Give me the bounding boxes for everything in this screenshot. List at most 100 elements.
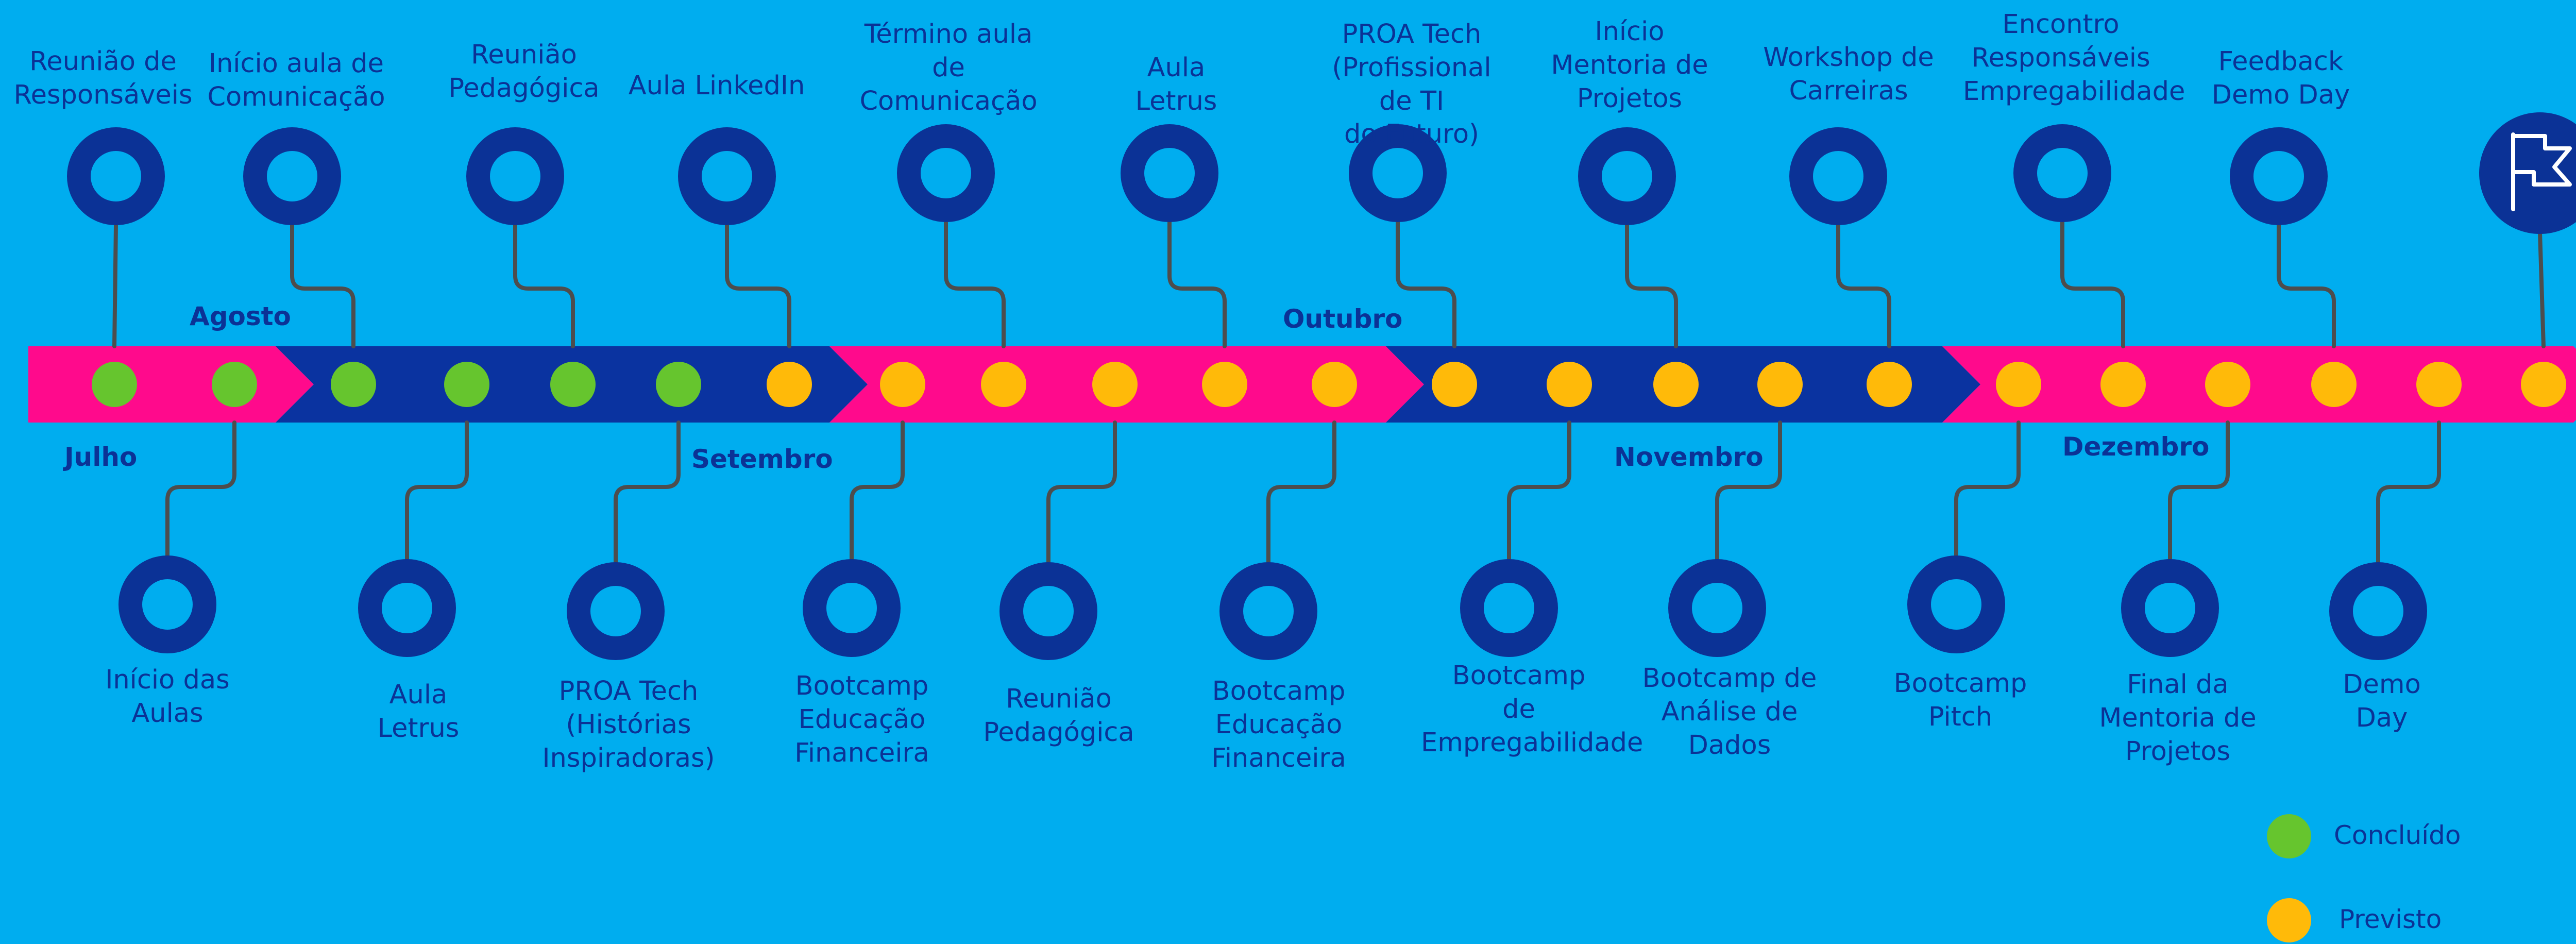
- connector-line-17: [1836, 223, 1891, 348]
- event-label-10: Reunião Pedagógica: [983, 684, 1134, 748]
- connector-line-14: [1507, 420, 1571, 561]
- event-marker-20: [2121, 559, 2219, 657]
- event-marker-22: [2329, 562, 2427, 660]
- connector-line-12: [1266, 420, 1336, 564]
- legend-label-concluido: Concluído: [2334, 820, 2461, 850]
- connector-line-5: [513, 223, 575, 348]
- status-dot-13: [1432, 362, 1477, 407]
- connector-line-3: [290, 223, 355, 348]
- event-marker-9: [897, 124, 995, 222]
- event-marker-1: [67, 127, 165, 225]
- event-marker-3: [243, 127, 341, 225]
- event-label-9: Término aula de Comunicação: [859, 19, 1038, 116]
- event-label-13: PROA Tech (Profissional de TI do Futuro): [1332, 19, 1492, 150]
- month-label-outubro: Outubro: [1283, 304, 1403, 334]
- status-dot-8: [880, 362, 925, 407]
- connector-line-1: [112, 223, 118, 348]
- event-label-6: PROA Tech (Histórias Inspiradoras): [542, 676, 715, 773]
- status-dot-5: [550, 362, 596, 407]
- event-marker-15: [1578, 127, 1676, 225]
- event-marker-7: [678, 127, 776, 225]
- legend-label-previsto: Previsto: [2339, 904, 2442, 934]
- event-label-3: Início aula de Comunicação: [207, 48, 385, 112]
- event-label-16: Bootcamp de Análise de Dados: [1642, 663, 1817, 761]
- event-marker-21: [2230, 127, 2328, 225]
- event-marker-5: [466, 127, 564, 225]
- status-dot-12: [1312, 362, 1357, 407]
- event-label-7: Aula LinkedIn: [628, 71, 805, 101]
- event-marker-18: [1907, 555, 2005, 653]
- month-label-setembro: Setembro: [691, 444, 833, 474]
- event-label-2: Início das Aulas: [105, 665, 230, 729]
- connector-line-6: [614, 420, 681, 564]
- event-label-5: Reunião Pedagógica: [448, 40, 600, 104]
- connector-line-23: [2538, 230, 2546, 348]
- connector-line-19: [2060, 220, 2125, 348]
- month-label-novembro: Novembro: [1614, 442, 1764, 472]
- event-label-18: Bootcamp Pitch: [1893, 668, 2027, 732]
- event-label-20: Final da Mentoria de Projetos: [2099, 669, 2257, 767]
- status-dot-18: [1996, 362, 2041, 407]
- event-label-4: Aula Letrus: [377, 680, 460, 744]
- connector-line-8: [850, 420, 905, 561]
- event-marker-16: [1668, 559, 1766, 657]
- status-dot-14: [1547, 362, 1592, 407]
- legend-dot-concluido: [2267, 814, 2311, 858]
- connector-line-18: [1954, 420, 2021, 558]
- event-marker-13: [1349, 124, 1447, 222]
- event-marker-8: [803, 559, 901, 657]
- event-marker-14: [1460, 559, 1558, 657]
- event-marker-19: [2013, 124, 2111, 222]
- event-marker-12: [1219, 562, 1317, 660]
- connector-line-16: [1715, 420, 1782, 561]
- status-dot-11: [1202, 362, 1247, 407]
- connector-line-15: [1625, 223, 1678, 348]
- event-marker-11: [1121, 124, 1218, 222]
- event-marker-10: [999, 562, 1097, 660]
- event-label-11: Aula Letrus: [1135, 53, 1217, 116]
- event-label-8: Bootcamp Educação Financeira: [794, 671, 929, 768]
- event-label-19: Encontro Responsáveis Empregabilidade: [1963, 9, 2185, 107]
- connector-line-4: [405, 420, 469, 561]
- month-label-julho: Julho: [64, 442, 138, 472]
- connector-line-20: [2168, 420, 2230, 561]
- event-label-21: Feedback Demo Day: [2211, 46, 2350, 110]
- event-marker-4: [358, 559, 456, 657]
- band-segment-1: [28, 346, 314, 423]
- status-dot-21: [2311, 362, 2357, 407]
- connector-line-7: [725, 223, 791, 348]
- event-marker-6: [567, 562, 665, 660]
- connector-line-9: [944, 220, 1006, 348]
- status-dot-20: [2205, 362, 2250, 407]
- connector-line-10: [1046, 420, 1117, 564]
- month-label-agosto: Agosto: [190, 301, 291, 331]
- event-label-22: Demo Day: [2343, 669, 2421, 733]
- status-dot-16: [1757, 362, 1803, 407]
- status-dot-7: [767, 362, 812, 407]
- status-dot-22: [2416, 362, 2462, 407]
- status-dot-6: [656, 362, 701, 407]
- band-segment-5: [1942, 346, 2576, 423]
- event-marker-2: [118, 555, 216, 653]
- status-dot-15: [1653, 362, 1699, 407]
- connector-line-13: [1396, 220, 1456, 348]
- flag-icon: [2511, 132, 2572, 211]
- event-marker-17: [1789, 127, 1887, 225]
- event-label-12: Bootcamp Educação Financeira: [1211, 676, 1346, 773]
- connector-line-2: [165, 420, 236, 558]
- event-label-14: Bootcamp de Empregabilidade: [1421, 661, 1643, 758]
- month-label-dezembro: Dezembro: [2062, 432, 2210, 462]
- status-dot-9: [981, 362, 1026, 407]
- event-label-1: Reunião de Responsáveis: [13, 46, 193, 110]
- status-dot-4: [444, 362, 489, 407]
- connector-line-11: [1167, 220, 1227, 348]
- status-dot-19: [2100, 362, 2146, 407]
- status-dot-23: [2521, 362, 2566, 407]
- status-dot-2: [212, 362, 257, 407]
- event-label-15: Início Mentoria de Projetos: [1551, 16, 1708, 114]
- legend-dot-previsto: [2267, 898, 2311, 942]
- connector-line-22: [2376, 420, 2441, 564]
- status-dot-17: [1867, 362, 1912, 407]
